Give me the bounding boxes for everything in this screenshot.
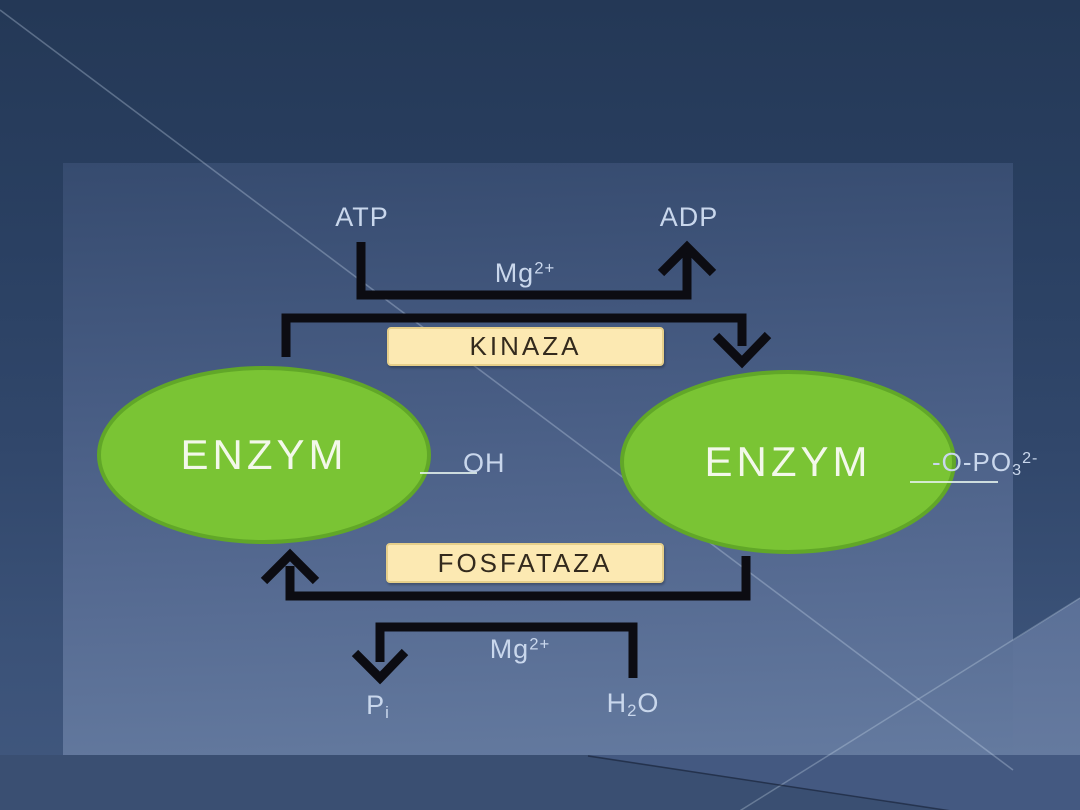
atp-label: ATP (335, 202, 389, 232)
mg-bottom-base: Mg (489, 634, 530, 664)
phosphate-base: -O-PO (932, 447, 1013, 477)
phosphate-group-label: -O-PO32- (932, 447, 1080, 480)
water-label: H2O (594, 688, 672, 721)
pi-subscript: i (385, 703, 390, 723)
enzyme-left-label: ENZYM (180, 431, 348, 478)
water-subscript: 2 (627, 701, 638, 721)
pi-base: P (366, 690, 386, 720)
kinase-label: KINAZA (469, 331, 582, 361)
mg-cofactor-bottom-label: Mg2+ (474, 634, 566, 665)
phosphate-bond-line (910, 481, 998, 483)
enzyme-ellipse-left: ENZYM (97, 366, 431, 544)
enzyme-ellipse-right: ENZYM (620, 370, 956, 554)
inorganic-phosphate-label: Pi (352, 690, 404, 723)
mg-bottom-charge: 2+ (529, 634, 551, 654)
mg-top-base: Mg (494, 258, 535, 288)
adp-label: ADP (659, 202, 719, 232)
hydroxyl-bond-line (420, 472, 477, 474)
phosphate-subscript: 3 (1012, 461, 1023, 480)
mg-top-charge: 2+ (534, 258, 556, 278)
kinase-box: KINAZA (387, 327, 664, 366)
mg-cofactor-top-label: Mg2+ (479, 258, 571, 289)
phosphatase-label: FOSFATAZA (437, 547, 613, 578)
phosphate-charge: 2- (1022, 448, 1039, 467)
hydroxyl-group-label: OH (463, 448, 506, 478)
panel-corner-wedge (1013, 598, 1080, 755)
enzyme-right-label: ENZYM (704, 438, 872, 485)
water-o: O (637, 688, 660, 718)
water-h: H (606, 688, 628, 718)
phosphatase-box: FOSFATAZA (386, 543, 664, 583)
